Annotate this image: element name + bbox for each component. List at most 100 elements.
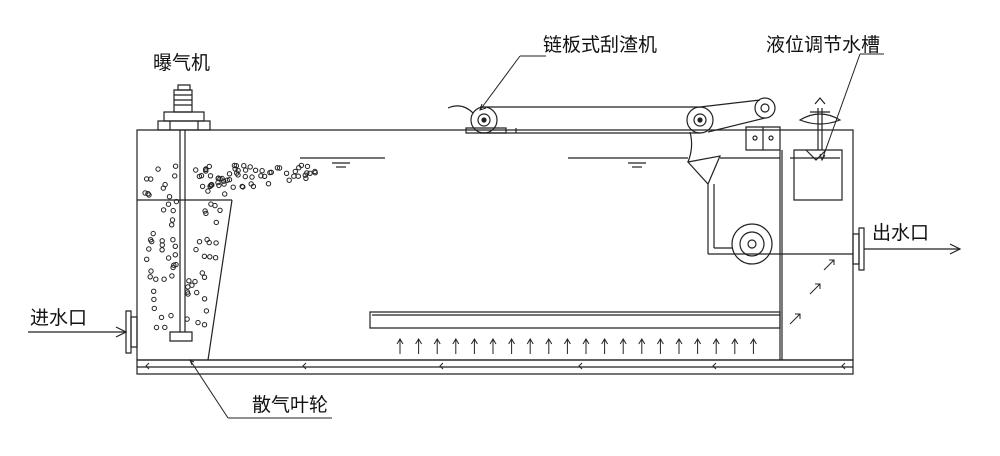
bubble [204, 169, 208, 173]
bubble [145, 257, 149, 261]
bubble [161, 208, 165, 212]
bubble [170, 274, 174, 278]
bubble [170, 223, 174, 227]
bubble [262, 174, 266, 178]
bubble [174, 199, 178, 203]
bubble [173, 244, 177, 248]
bubble [193, 279, 197, 283]
bubble [202, 275, 206, 279]
bubble [156, 167, 160, 171]
level-tank-label: 液位调节水槽 [766, 34, 881, 56]
bubble [170, 218, 174, 222]
bubble [163, 325, 167, 329]
bubble [171, 208, 175, 212]
bubble [171, 238, 175, 242]
bubble [299, 163, 303, 167]
bubble [147, 247, 151, 251]
bubble [216, 180, 220, 184]
level-tank [780, 98, 842, 360]
bubble [185, 290, 189, 294]
upflow-arrow-head [695, 339, 701, 344]
bubble [161, 186, 165, 190]
bubble [305, 171, 309, 175]
upflow-arrow-head [602, 339, 608, 344]
bubble [275, 166, 279, 170]
upflow-arrow-head [713, 339, 719, 344]
bubble [149, 269, 153, 273]
impeller-label: 散气叶轮 [252, 394, 329, 416]
bubble [305, 164, 309, 168]
bubble [240, 184, 244, 188]
upflow-arrow-head [750, 339, 756, 344]
bubble [197, 174, 201, 178]
bubble [287, 178, 291, 182]
inlet-label: 进水口 [30, 307, 88, 329]
bubble [203, 209, 207, 213]
bubble [304, 176, 308, 180]
bubble [227, 172, 231, 176]
bubble [253, 168, 257, 172]
bubble [214, 241, 218, 245]
bubble [214, 220, 218, 224]
bubble [292, 174, 296, 178]
chain-skimmer [448, 98, 780, 162]
bubble [166, 256, 170, 260]
bubble [159, 315, 163, 319]
bubble [249, 182, 253, 186]
inlet-flange [28, 311, 137, 353]
bubble [169, 313, 173, 317]
upflow-arrow-head [416, 339, 422, 344]
bubble [143, 191, 147, 195]
bubble [173, 253, 177, 257]
bubble [154, 277, 158, 281]
upflow-arrow-head [434, 339, 440, 344]
bubble [173, 174, 177, 178]
bubble [148, 275, 152, 279]
bubble [174, 262, 178, 266]
bubble [293, 169, 297, 173]
bubble [167, 195, 171, 199]
bubble [269, 170, 273, 174]
bubble [148, 238, 152, 242]
upflow-arrow-head [397, 339, 403, 344]
upflow-arrow-head [527, 339, 533, 344]
upflow-arrow-head [732, 339, 738, 344]
bubble [202, 254, 206, 258]
outlet-flange [853, 228, 960, 270]
upflow-arrow-head [620, 339, 626, 344]
bubble [187, 279, 191, 283]
bubble [208, 174, 212, 178]
bubble [227, 178, 231, 182]
bubble [242, 164, 246, 168]
bubble [166, 202, 170, 206]
bubble [152, 297, 156, 301]
bubble [209, 202, 213, 206]
bubble [204, 167, 208, 171]
bubble [162, 277, 166, 281]
upflow-arrow-head [639, 339, 645, 344]
bubble [149, 177, 153, 181]
bubble [222, 179, 226, 183]
bubble [151, 231, 155, 235]
bubble [200, 271, 204, 275]
bubble [152, 289, 156, 293]
bubble [195, 290, 199, 294]
bubble [196, 320, 200, 324]
bubble [185, 317, 189, 321]
upflow-arrow-head [546, 339, 552, 344]
tank-body [137, 130, 853, 374]
diagonal-flow-arrows [790, 260, 834, 324]
bubble [160, 248, 164, 252]
bubble [194, 168, 198, 172]
bubble [222, 182, 226, 186]
bubble [213, 256, 217, 260]
bubble [308, 171, 312, 175]
aerator [158, 85, 210, 341]
bubble [296, 174, 300, 178]
bubble [243, 168, 247, 172]
bubble [313, 171, 317, 175]
bubble [234, 164, 238, 168]
bubble [223, 192, 227, 196]
